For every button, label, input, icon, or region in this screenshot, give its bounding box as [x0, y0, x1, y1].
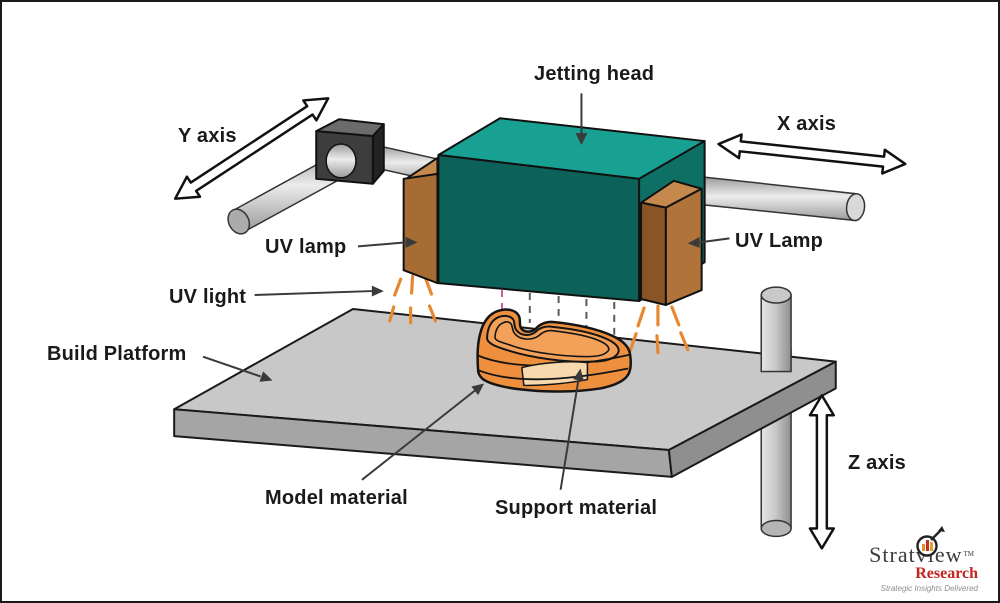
y-axis-arrow: [173, 97, 330, 200]
model-top-face: [486, 314, 620, 363]
label-uv-lamp-right: UV Lamp: [735, 230, 824, 252]
pointer-build-platform: [202, 355, 261, 378]
stratview-logo: StratviewTM Research Strategic Insights …: [869, 526, 978, 593]
rod-socket: [325, 143, 357, 179]
lamp-left-front: [402, 172, 439, 285]
x-axis-rod: [700, 176, 866, 222]
label-uv-lamp-left: UV lamp: [265, 236, 347, 258]
head-front-face: [437, 153, 641, 302]
printed-part: [476, 308, 633, 393]
lamp-right-front: [664, 187, 703, 306]
label-y-axis: Y axis: [178, 125, 237, 147]
uv-lamp-left-box: [402, 156, 439, 285]
pointer-uv-lamp-left: [357, 241, 406, 248]
pointer-model-material: [361, 389, 476, 481]
uv-lamp-right-box: [640, 179, 703, 306]
logo-tagline: Strategic Insights Delivered: [880, 584, 978, 593]
uv-rays-left: [388, 274, 438, 325]
model-inner-rim: [494, 321, 610, 358]
z-axis-arrow: [808, 394, 836, 550]
label-jetting-head: Jetting head: [534, 63, 655, 85]
logo-brand-row: StratviewTM: [869, 526, 978, 568]
axis-arrows: [173, 97, 907, 550]
carriage-side: [371, 123, 385, 185]
pointer-support-material: [559, 379, 580, 490]
model-layer-line-2: [478, 367, 629, 381]
label-build-platform: Build Platform: [47, 343, 187, 365]
pointer-heads: [259, 133, 700, 396]
lamp-right-side: [640, 201, 667, 306]
magnifier-chart-icon: [916, 526, 945, 557]
label-uv-light: UV light: [169, 286, 247, 308]
platform-right-face: [667, 360, 837, 478]
carriage-block: [315, 118, 385, 185]
logo-tm: TM: [963, 549, 975, 558]
z-column-upper: [760, 286, 792, 373]
uv-light-rays: [388, 274, 690, 355]
pointer-lines: [202, 93, 730, 490]
x-axis-arrow: [717, 133, 907, 175]
label-x-axis: X axis: [777, 113, 837, 135]
logo-brand-text: Stratview: [869, 542, 963, 567]
label-model-material: Model material: [265, 487, 408, 509]
pointer-uv-lamp-right: [699, 237, 730, 244]
pointer-uv-light: [254, 290, 372, 297]
logo-research-text: Research: [915, 565, 978, 582]
jetted-droplets: [528, 293, 616, 340]
uv-rays-right: [628, 304, 690, 355]
build-platform: [173, 307, 837, 478]
label-support-material: Support material: [495, 497, 658, 519]
label-z-axis: Z axis: [848, 452, 906, 474]
